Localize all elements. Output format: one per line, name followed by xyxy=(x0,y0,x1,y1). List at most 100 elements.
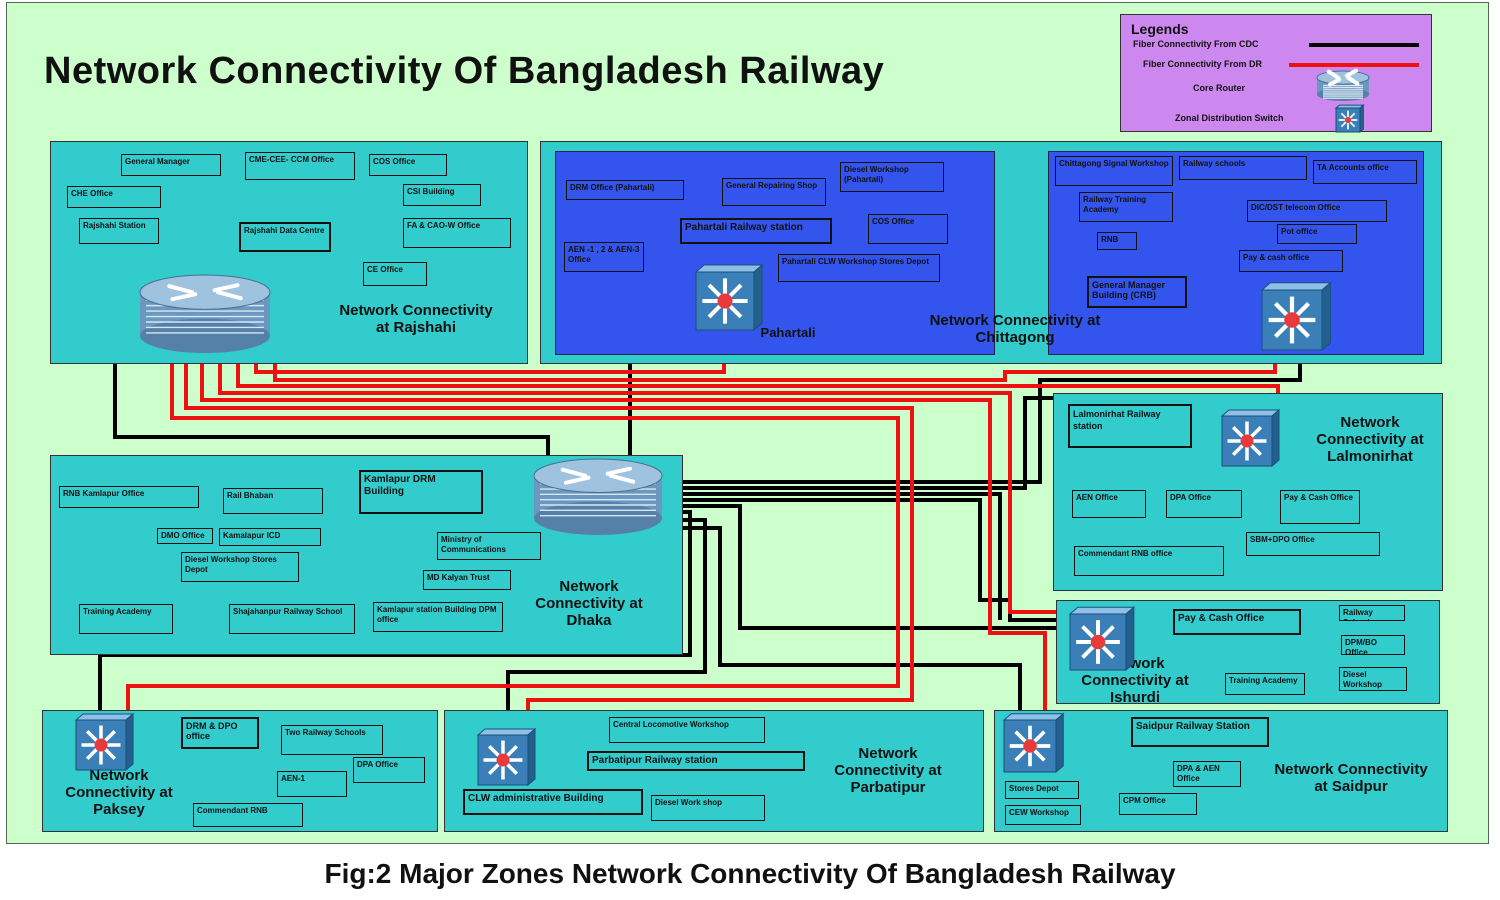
box-ctg-pay-cash: Pay & cash office xyxy=(1239,250,1343,272)
box-shajahanpur: Shajahanpur Railway School xyxy=(229,604,355,634)
box-central-loco: Central Locomotive Workshop xyxy=(609,717,765,743)
box-two-schools: Two Railway Schools xyxy=(281,725,383,755)
zonal-switch-icon-chittagong xyxy=(1260,281,1332,352)
box-paksey-dpa: DPA Office xyxy=(353,757,425,783)
zone-label-dhaka: Network Connectivity at Dhaka xyxy=(535,578,643,629)
fiber-cdc-link-0 xyxy=(113,315,550,470)
zone-label-rajshahi: Network Connectivity at Rajshahi xyxy=(339,302,493,336)
box-sbm-dpo: SBM+DPO Office xyxy=(1246,532,1380,556)
zonal-switch-icon-lalmonirhat xyxy=(1220,408,1281,468)
zonal-switch-icon-parbatipur xyxy=(476,727,537,787)
box-drm-dpo: DRM & DPO office xyxy=(181,717,259,749)
box-dmo-office: DMO Office xyxy=(157,528,213,544)
zone-label-ishurdi: Network Connectivity at Ishurdi xyxy=(1081,655,1189,706)
fiber-dr-link-5 xyxy=(184,345,914,735)
zone-rajshahi: General Manager CME-CEE- CCM Office COS … xyxy=(50,141,528,364)
box-paksey-commandant: Commendant RNB xyxy=(193,803,303,827)
legend-core-router-icon xyxy=(1316,68,1370,101)
zonal-switch-icon-ishurdi xyxy=(1068,606,1136,672)
legend-fiber-dr-label: Fiber Connectivity From DR xyxy=(1143,59,1263,69)
fiber-cdc-link-6 xyxy=(665,498,1075,622)
box-saidpur-dpa-aen: DPA & AEN Office xyxy=(1173,761,1241,787)
box-dhaka-diesel-workshop: Diesel Workshop Stores Depot xyxy=(181,552,299,582)
zone-chittagong: Chittagong Signal Workshop Railway schoo… xyxy=(1048,151,1424,355)
legend-zonal-switch-label: Zonal Distribution Switch xyxy=(1175,113,1284,123)
zone-label-pahartali: Pahartali xyxy=(760,325,816,340)
fiber-cdc-link-10 xyxy=(682,526,1022,718)
legend-fiber-cdc-label: Fiber Connectivity From CDC xyxy=(1133,39,1259,49)
box-paksey-aen: AEN-1 xyxy=(277,771,347,797)
box-cos-office: COS Office xyxy=(369,154,447,176)
box-md-kalyan: MD Kalyan Trust xyxy=(423,570,511,590)
box-data-centre: Rajshahi Data Centre xyxy=(239,222,331,252)
zone-label-lalmonirhat: Network Connectivity at Lalmonirhat xyxy=(1316,414,1424,465)
box-lalmonirhat-station: Lalmonirhat Railway station xyxy=(1068,404,1192,448)
fiber-cdc-link-3 xyxy=(665,335,1302,484)
box-kamlapur-icd: Kamalapur ICD xyxy=(219,528,321,546)
zone-saidpur: Saidpur Railway Station DPA & AEN Office… xyxy=(994,710,1448,832)
legend-core-router-label: Core Router xyxy=(1193,83,1246,93)
box-ce-office: CE Office xyxy=(363,262,427,286)
box-kamlapur-drm: Kamlapur DRM Building xyxy=(359,470,483,514)
fiber-cdc-link-7 xyxy=(665,504,1072,630)
fiber-dr-link-4 xyxy=(200,345,1047,710)
box-csi-building: CSI Building xyxy=(403,184,481,206)
box-rnb-kamlapur: RNB Kamlapur Office xyxy=(59,486,199,508)
box-lalmonirhat-dpa: DPA Office xyxy=(1166,490,1242,518)
box-ishurdi-pay-cash: Pay & Cash Office xyxy=(1173,609,1301,635)
box-ishurdi-diesel-workshop: Diesel Workshop xyxy=(1339,667,1407,691)
box-pahartali-aen: AEN -1 , 2 & AEN-3 Office xyxy=(564,242,644,272)
fiber-cdc-link-9 xyxy=(506,518,707,735)
zonal-switch-icon-saidpur xyxy=(1002,712,1065,774)
box-ishurdi-dpm: DPM/BO Office xyxy=(1341,635,1405,655)
zone-paksey: DRM & DPO office Two Railway Schools DPA… xyxy=(42,710,438,832)
box-signal-workshop: Chittagong Signal Workshop xyxy=(1055,156,1173,186)
box-saidpur-station: Saidpur Railway Station xyxy=(1131,717,1269,747)
fiber-dr-link-3 xyxy=(218,345,1072,614)
box-cme-cee: CME-CEE- CCM Office xyxy=(245,152,355,180)
box-pahartali-cos: COS Office xyxy=(868,214,948,244)
zonal-switch-icon-pahartali xyxy=(694,263,764,332)
figure-caption: Fig:2 Major Zones Network Connectivity O… xyxy=(324,858,1176,889)
box-ta-accounts: TA Accounts office xyxy=(1313,160,1417,184)
box-pahartali-diesel-workshop: Diesel Workshop (Pahartali) xyxy=(840,162,944,192)
box-general-manager: General Manager xyxy=(121,154,221,176)
core-router-icon-rajshahi xyxy=(139,274,271,353)
page-title: Network Connectivity Of Bangladesh Railw… xyxy=(44,50,885,92)
box-pahartali-clw-workshop: Pahartali CLW Workshop Stores Depot xyxy=(778,254,940,282)
box-pahartali-station: Pahartali Railway station xyxy=(680,218,832,244)
box-kamlapur-station: Kamlapur station Building DPM office xyxy=(373,602,503,632)
box-lalmonirhat-pay-cash: Pay & Cash Office xyxy=(1280,490,1360,524)
box-railway-schools: Railway schools xyxy=(1179,156,1307,180)
box-rail-bhaban: Rail Bhaban xyxy=(223,488,323,514)
box-fa-cao-office: FA & CAO-W Office xyxy=(403,218,511,248)
legend-heading: Legends xyxy=(1131,21,1189,37)
zone-label-chittagong: Network Connectivity at Chittagong xyxy=(929,312,1101,346)
legend: Legends Fiber Connectivity From CDC Fibe… xyxy=(1120,14,1432,132)
box-commandant-rnb: Commendant RNB office xyxy=(1074,546,1224,576)
box-pot-office: Pot office xyxy=(1277,224,1357,244)
box-gm-building: General Manager Building (CRB) xyxy=(1087,276,1187,308)
fiber-dr-link-1 xyxy=(273,335,1277,382)
box-ishurdi-training-academy: Training Academy xyxy=(1225,673,1305,695)
box-saidpur-stores: Stores Depot xyxy=(1005,781,1079,799)
box-dicost: DIC/DST telecom Office xyxy=(1247,200,1387,222)
box-pahartali-drm: DRM Office (Pahartali) xyxy=(566,180,684,200)
box-saidpur-cew: CEW Workshop xyxy=(1005,805,1081,825)
zonal-switch-icon-paksey xyxy=(74,712,135,772)
fiber-cdc-link-8 xyxy=(98,510,692,718)
zone-label-paksey: Network Connectivity at Paksey xyxy=(65,767,173,818)
box-ctg-training-academy: Railway Training Academy xyxy=(1079,192,1173,222)
box-rajshahi-station: Rajshahi Station xyxy=(79,218,159,244)
fiber-dr-link-6 xyxy=(126,345,900,718)
core-router-icon-dhaka xyxy=(533,458,663,535)
box-general-repairing: General Repairing Shop xyxy=(722,178,826,206)
box-ishurdi-railway-school: Railway School xyxy=(1339,605,1405,621)
legend-zonal-switch-icon xyxy=(1334,104,1365,134)
box-rnb: RNB xyxy=(1097,232,1137,250)
zone-pahartali: DRM Office (Pahartali) General Repairing… xyxy=(555,151,995,355)
box-clw-admin: CLW administrative Building xyxy=(463,789,643,815)
fiber-cdc-link-5 xyxy=(665,492,1002,620)
box-ministry: Ministry of Communications xyxy=(437,532,541,560)
